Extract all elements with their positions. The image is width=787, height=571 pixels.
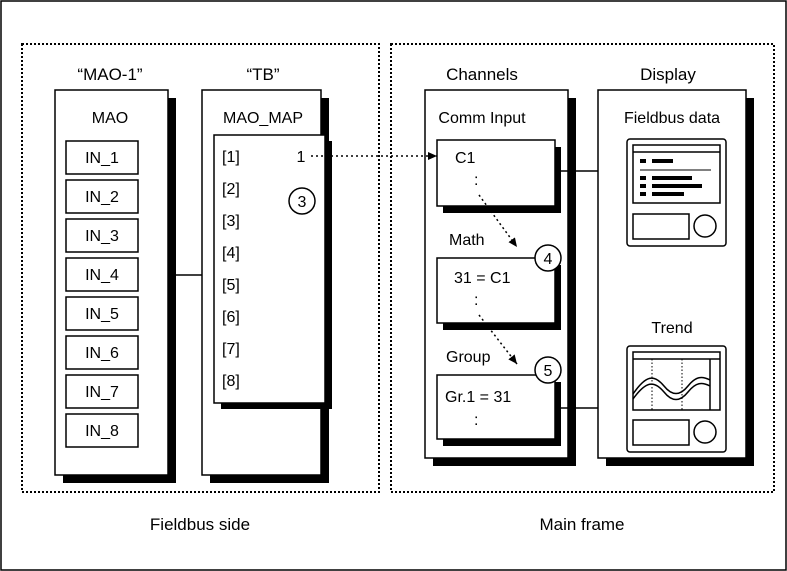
math-dots: : — [474, 292, 478, 309]
tb-header: “TB” — [246, 65, 279, 84]
svg-text:4: 4 — [544, 251, 553, 268]
mao-input-list: IN_1 IN_2 IN_3 IN_4 IN_5 IN_6 IN_7 IN_8 — [65, 140, 139, 448]
svg-text:IN_7: IN_7 — [85, 384, 119, 401]
fieldbus-data-monitor-icon — [626, 138, 727, 247]
mao-input-8: IN_8 — [65, 413, 139, 448]
svg-text:3: 3 — [298, 194, 307, 211]
tb-slot-1: [1] — [222, 149, 240, 166]
display-header: Display — [640, 65, 696, 84]
comm-input-to-math-arrow — [478, 194, 518, 248]
svg-text:IN_2: IN_2 — [85, 189, 119, 206]
step-3-marker: 3 — [288, 187, 316, 215]
group-title: Group — [446, 349, 491, 366]
group-dots: : — [474, 412, 478, 429]
comm-input-box: C1 : — [436, 139, 561, 213]
mao-1-header: “MAO-1” — [77, 65, 143, 84]
mao-title: MAO — [92, 110, 128, 127]
fieldbus-side-frame — [21, 43, 380, 493]
svg-text:IN_3: IN_3 — [85, 228, 119, 245]
main-frame-frame — [390, 43, 775, 493]
step-5-marker: 5 — [534, 356, 562, 384]
fieldbus-side-caption: Fieldbus side — [150, 515, 250, 534]
tb-slot-2: [2] — [222, 181, 240, 198]
comm-input-title: Comm Input — [438, 110, 526, 127]
comm-input-value: C1 — [455, 150, 476, 167]
mao-input-4: IN_4 — [65, 257, 139, 292]
display-block: Fieldbus data Trend — [597, 89, 754, 466]
tb-title: MAO_MAP — [223, 110, 303, 127]
trend-title: Trend — [651, 320, 692, 337]
mao-input-5: IN_5 — [65, 296, 139, 331]
tb-slot-8: [8] — [222, 373, 240, 390]
trend-monitor-icon — [626, 345, 727, 453]
math-to-group-arrow — [478, 314, 518, 365]
tb-slot-list: [1] [2] [3] [4] [5] [6] [7] [8] — [222, 149, 240, 390]
math-title: Math — [449, 232, 485, 249]
comm-input-dots: : — [474, 172, 478, 189]
mao-input-6: IN_6 — [65, 335, 139, 370]
svg-text:5: 5 — [544, 363, 553, 380]
mao-input-2: IN_2 — [65, 179, 139, 214]
svg-text:IN_8: IN_8 — [85, 423, 119, 440]
fieldbus-data-title: Fieldbus data — [624, 110, 720, 127]
svg-text:IN_6: IN_6 — [85, 345, 119, 362]
svg-text:IN_5: IN_5 — [85, 306, 119, 323]
tb-slot1-value: 1 — [297, 149, 306, 166]
group-value: Gr.1 = 31 — [445, 389, 511, 406]
tb-slot-6: [6] — [222, 309, 240, 326]
tb-slot-4: [4] — [222, 245, 240, 262]
main-frame-caption: Main frame — [539, 515, 624, 534]
math-box: 31 = C1 : — [436, 257, 561, 330]
channels-block: Comm Input C1 : Math 31 = C1 : Group Gr.… — [424, 89, 576, 466]
svg-text:IN_4: IN_4 — [85, 267, 119, 284]
channels-header: Channels — [446, 65, 518, 84]
mao-input-3: IN_3 — [65, 218, 139, 253]
tb-slot-7: [7] — [222, 341, 240, 358]
mao-block: MAO IN_1 IN_2 IN_3 IN_4 IN_5 IN_6 IN_7 I… — [54, 89, 176, 483]
mao-input-7: IN_7 — [65, 374, 139, 409]
svg-text:IN_1: IN_1 — [85, 150, 119, 167]
tb-slot-5: [5] — [222, 277, 240, 294]
group-box: Gr.1 = 31 : — [436, 374, 561, 446]
tb-slot-3: [3] — [222, 213, 240, 230]
tb-block: MAO_MAP [1] [2] [3] [4] [5] [6] [7] [8] … — [201, 89, 332, 483]
mao-input-1: IN_1 — [65, 140, 139, 175]
math-value: 31 = C1 — [454, 270, 511, 287]
step-4-marker: 4 — [534, 244, 562, 272]
